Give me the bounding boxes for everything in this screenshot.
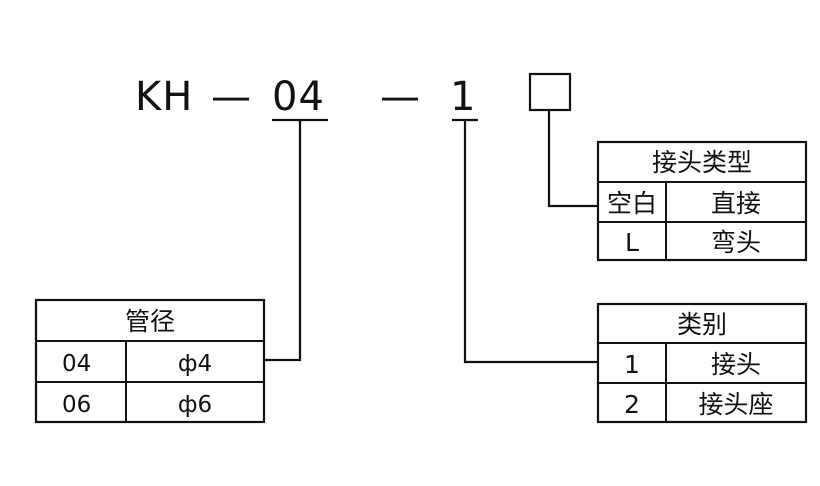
size-leader-line (264, 120, 302, 362)
code-dash-2: — (380, 74, 421, 120)
table-cell-value: 接头座 (698, 390, 773, 419)
table-border (34, 298, 266, 424)
table-cell-code: 2 (624, 390, 640, 419)
code-dash-1: — (211, 74, 252, 120)
code-category: 1 (450, 74, 476, 120)
table-cell-value: 直接 (711, 189, 761, 218)
table-cell-value: 接头 (711, 350, 761, 379)
pipe-diameter-table: 管径 04 ф4 06 ф6 (34, 298, 266, 424)
table-border (596, 302, 808, 424)
table-header: 管径 (125, 307, 175, 336)
table-header: 接头类型 (652, 148, 752, 177)
code-size: 04 (272, 74, 325, 120)
table-cell-code: 1 (624, 350, 640, 379)
category-leader-line (463, 120, 598, 364)
category-table: 类别 1 接头 2 接头座 (596, 302, 808, 424)
table-cell-code: 04 (62, 351, 91, 377)
table-cell-code: L (625, 228, 639, 257)
code-prefix: KH (135, 74, 193, 120)
type-leader-line (547, 110, 598, 208)
table-cell-value: ф4 (178, 351, 212, 377)
table-cell-code: 空白 (607, 189, 657, 218)
table-cell-value: ф6 (178, 392, 212, 418)
table-cell-value: 弯头 (711, 228, 761, 257)
table-header: 类别 (677, 310, 727, 339)
table-border (596, 140, 808, 262)
model-code: KH — 04 — 1 (135, 72, 572, 120)
code-type-box (528, 72, 572, 112)
table-cell-code: 06 (62, 392, 91, 418)
joint-type-table: 接头类型 空白 直接 L 弯头 (596, 140, 808, 262)
